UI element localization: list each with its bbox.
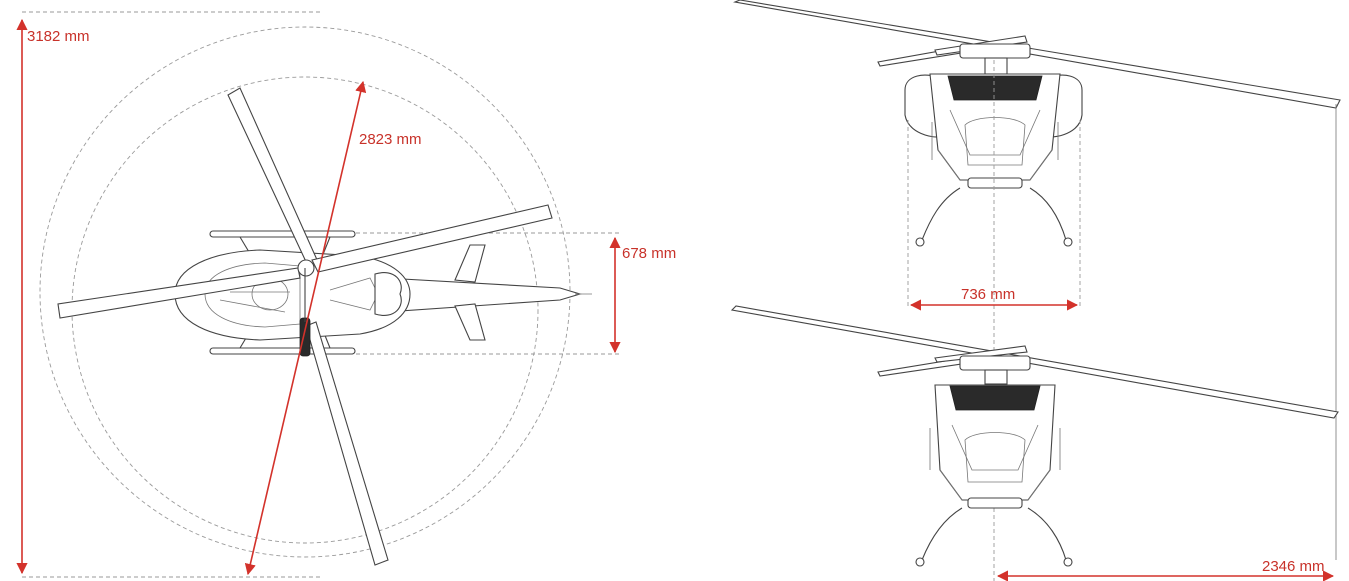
dim-rotor-span-arrow bbox=[244, 80, 367, 576]
front-view-lower: 2346 mm bbox=[730, 305, 1339, 581]
dim-rotor-width-front-label: 2346 mm bbox=[1262, 558, 1325, 575]
front-view-upper: 736 mm bbox=[733, 0, 1341, 581]
dim-skid-width-label: 678 mm bbox=[622, 245, 676, 262]
top-view: 3182 mm 2823 mm 678 mm bbox=[16, 11, 676, 578]
dim-total-height-label: 3182 mm bbox=[27, 28, 90, 45]
dim-rotor-span-label: 2823 mm bbox=[359, 131, 422, 148]
dim-fuselage-width-label: 736 mm bbox=[961, 286, 1015, 303]
tail-boom bbox=[384, 244, 592, 341]
fuselage-top bbox=[174, 249, 411, 341]
